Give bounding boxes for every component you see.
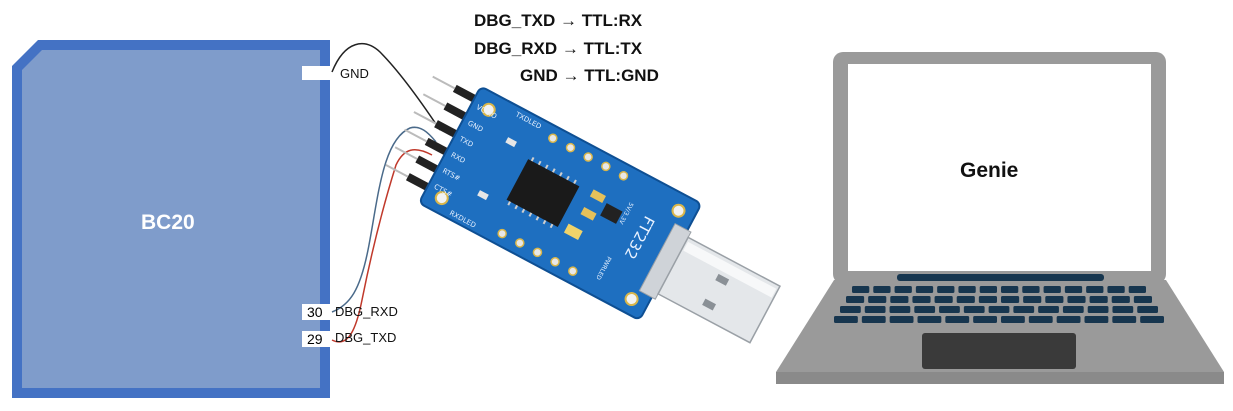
laptop-key <box>914 306 936 313</box>
laptop-key <box>1133 296 1152 303</box>
ft232-chip <box>506 156 580 229</box>
usb-ttl-adapter: VCCIO GND TXD RXD RTS# CTS# TXDLED RXDLE… <box>385 75 781 344</box>
laptop-key <box>1087 306 1109 313</box>
laptop-key <box>912 296 931 303</box>
laptop-key <box>945 316 970 323</box>
laptop-key <box>1064 286 1083 293</box>
pin-29-label: DBG_TXD <box>335 330 397 345</box>
laptop-key <box>889 306 911 313</box>
laptop-key <box>868 296 887 303</box>
mapping-line-gnd: GND → TTL:GND <box>520 66 659 86</box>
laptop-key <box>889 316 914 323</box>
laptop <box>776 52 1224 384</box>
mapping-from: GND <box>520 66 558 85</box>
laptop-key <box>978 296 997 303</box>
laptop-keyboard <box>834 286 1164 323</box>
wires <box>331 43 441 343</box>
laptop-base <box>776 280 1224 384</box>
laptop-key <box>939 306 960 313</box>
laptop-key <box>956 296 975 303</box>
laptop-screen <box>848 64 1151 271</box>
laptop-key <box>873 286 891 293</box>
laptop-key <box>963 306 985 313</box>
bc20-module <box>12 40 332 398</box>
mapping-from: DBG_TXD <box>474 11 556 30</box>
bc20-gnd-pin-pad <box>302 66 332 80</box>
laptop-key <box>1043 286 1061 293</box>
txd-wire <box>331 148 433 343</box>
pin-29-number: 29 <box>305 331 325 347</box>
laptop-key <box>846 296 865 303</box>
laptop-hinge <box>897 274 1104 281</box>
mapping-to: TTL:TX <box>583 39 643 58</box>
laptop-key <box>840 306 861 313</box>
usb-plug <box>638 222 781 344</box>
laptop-key <box>1067 296 1086 303</box>
laptop-key <box>1022 286 1040 293</box>
arrow-icon: → <box>559 11 577 30</box>
laptop-key <box>1045 296 1064 303</box>
mapping-to: TTL:GND <box>584 66 659 85</box>
laptop-base-edge <box>776 372 1224 384</box>
laptop-key <box>1089 296 1108 303</box>
gnd-wire <box>331 43 441 131</box>
laptop-key <box>1111 296 1130 303</box>
laptop-key <box>1107 286 1125 293</box>
rxd-wire <box>331 126 437 313</box>
laptop-key <box>890 296 909 303</box>
mapping-to: TTL:RX <box>581 11 643 30</box>
gnd-pin-label: GND <box>340 66 369 81</box>
laptop-touchpad <box>922 333 1076 369</box>
laptop-key <box>979 286 997 293</box>
laptop-key <box>1001 296 1020 303</box>
laptop-key <box>894 286 912 293</box>
laptop-key <box>1056 316 1081 323</box>
laptop-key <box>1013 306 1035 313</box>
laptop-key <box>1001 316 1025 323</box>
laptop-key <box>1038 306 1059 313</box>
laptop-key <box>864 306 886 313</box>
laptop-key <box>1001 286 1019 293</box>
laptop-key <box>1028 316 1053 323</box>
mapping-line-txd: DBG_TXD → TTL:RX <box>474 11 642 31</box>
laptop-key <box>852 286 870 293</box>
bc20-title: BC20 <box>141 211 195 234</box>
laptop-key <box>861 316 886 323</box>
laptop-key <box>937 286 955 293</box>
pin-30-number: 30 <box>305 304 325 320</box>
laptop-key <box>1084 316 1109 323</box>
header-pins <box>385 75 478 192</box>
laptop-key <box>917 316 942 323</box>
laptop-key <box>1140 316 1164 323</box>
laptop-key <box>834 316 858 323</box>
laptop-label: Genie <box>960 159 1019 182</box>
pin-30-label: DBG_RXD <box>335 304 398 319</box>
laptop-key <box>934 296 953 303</box>
arrow-icon: → <box>561 39 579 58</box>
laptop-key <box>973 316 997 323</box>
arrow-icon: → <box>562 66 580 85</box>
laptop-key <box>958 286 976 293</box>
laptop-key <box>915 286 934 293</box>
mapping-line-rxd: DBG_RXD → TTL:TX <box>474 39 642 59</box>
laptop-key <box>1062 306 1084 313</box>
laptop-key <box>1023 296 1042 303</box>
laptop-key <box>1112 316 1137 323</box>
mapping-from: DBG_RXD <box>474 39 558 58</box>
bc20-module-body <box>22 50 320 388</box>
laptop-key <box>1128 286 1146 293</box>
laptop-key <box>1137 306 1158 313</box>
laptop-key <box>1112 306 1134 313</box>
laptop-key <box>1086 286 1104 293</box>
laptop-key <box>988 306 1010 313</box>
